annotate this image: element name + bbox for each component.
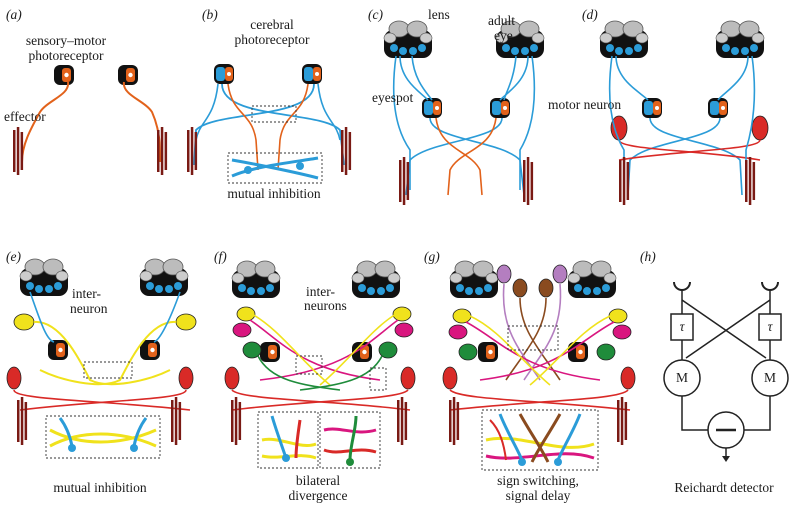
label-lens: lens [428,7,450,22]
panel-c [383,20,545,205]
label-photoreceptor-a: photoreceptor [28,48,104,63]
caption-sign-switching: sign switching, [497,473,579,488]
panel-letter-d: (d) [582,7,598,22]
panel-h [663,281,789,462]
panel-f [224,260,416,469]
panel-letter-f: (f) [214,249,227,264]
panel-b [187,64,352,184]
label-inter-f: inter- [306,284,335,299]
caption-signal-delay: signal delay [505,488,571,503]
label-multiplier-left: M [675,370,689,385]
panel-g [442,260,636,471]
label-cerebral: cerebral [250,17,294,32]
caption-bilateral: bilateral [295,473,341,488]
panel-d [599,20,769,205]
label-multiplier-right: M [763,370,777,385]
panel-letter-b: (b) [202,7,218,22]
label-tau-left: τ [679,319,685,334]
label-adult: adult [488,13,515,28]
label-eyespot: eyespot [372,90,414,105]
caption-mutual-inhibition-e: mutual inhibition [53,480,147,495]
label-eye: eye [494,28,513,43]
label-inter: inter- [72,286,101,301]
label-effector: effector [4,109,46,124]
label-photoreceptor-b: photoreceptor [234,32,310,47]
panel-letter-e: (e) [6,249,21,264]
panel-letter-h: (h) [640,249,656,264]
label-sensory-motor: sensory–motor [25,33,107,48]
caption-reichardt: Reichardt detector [674,480,774,495]
label-motor-neuron: motor neuron [548,97,622,112]
label-neurons: neurons [304,298,347,313]
panel-a [13,65,168,175]
label-tau-right: τ [767,319,773,334]
label-neuron: neuron [70,301,108,316]
caption-mutual-inhibition-b: mutual inhibition [227,186,321,201]
panel-letter-g: (g) [424,249,440,264]
panel-letter-c: (c) [368,7,383,22]
panel-e [6,258,197,459]
panel-letter-a: (a) [6,7,22,22]
caption-divergence: divergence [288,488,348,503]
